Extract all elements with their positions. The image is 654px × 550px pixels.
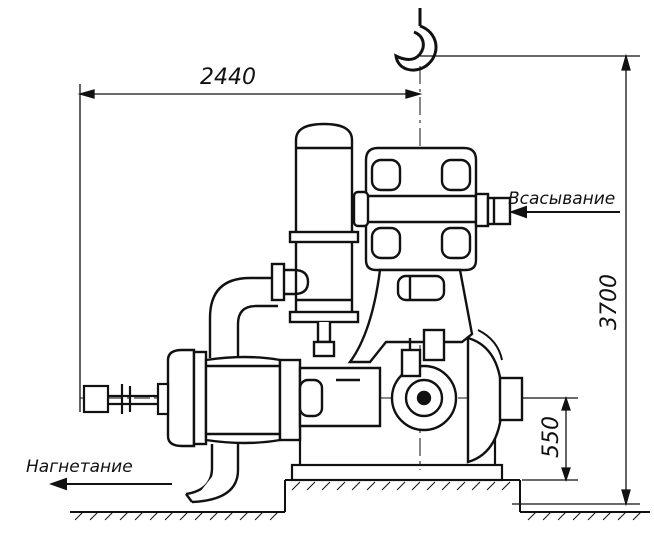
suction-label: Всасывание [508,189,615,209]
discharge-pipe [185,444,240,504]
upper-pump-body [352,146,490,272]
crank-mechanism [390,328,524,464]
main-cylinder [166,348,382,448]
rotation-arrow [477,329,503,361]
height-dimension-label: 3700 [597,274,622,330]
discharge-arrow [49,477,172,491]
discharge-label: Нагнетание [26,457,133,477]
crane-hook [394,8,438,72]
floor-hatching [74,481,642,521]
axis-height-dimension-label: 550 [539,416,564,458]
height-dimension [420,53,640,507]
connecting-pipe [208,262,310,358]
suction-pipe [486,196,512,226]
piston-rod [82,382,170,416]
air-chamber [288,122,360,358]
length-dimension-label: 2440 [200,65,256,90]
suction-arrow [509,205,620,219]
length-dimension [77,84,423,412]
